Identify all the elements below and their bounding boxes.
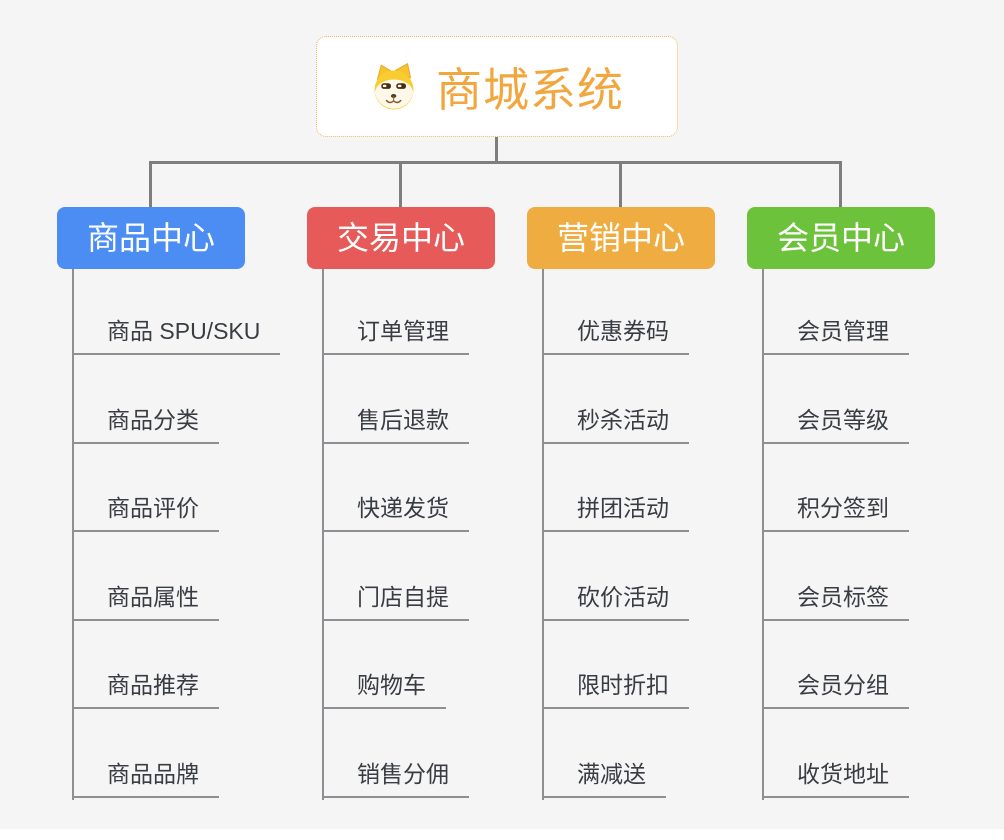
leaf-node[interactable]: 商品评价 bbox=[72, 490, 219, 532]
window-bottom-strip bbox=[0, 829, 1004, 840]
leaf-node[interactable]: 销售分佣 bbox=[322, 756, 469, 798]
connector-bus-line bbox=[149, 161, 842, 164]
connector-drop-line bbox=[619, 161, 622, 210]
leaf-node[interactable]: 秒杀活动 bbox=[542, 402, 689, 444]
leaf-node[interactable]: 售后退款 bbox=[322, 402, 469, 444]
leaf-node[interactable]: 商品 SPU/SKU bbox=[72, 313, 281, 355]
leaf-node[interactable]: 商品属性 bbox=[72, 579, 219, 621]
leaf-node[interactable]: 门店自提 bbox=[322, 579, 469, 621]
leaf-node[interactable]: 收货地址 bbox=[762, 756, 909, 798]
leaf-node[interactable]: 会员等级 bbox=[762, 402, 909, 444]
leaf-node[interactable]: 订单管理 bbox=[322, 313, 469, 355]
branch-trunk-line bbox=[542, 269, 544, 800]
branch-header[interactable]: 营销中心 bbox=[527, 207, 715, 269]
leaf-node[interactable]: 快递发货 bbox=[322, 490, 469, 532]
root-stem-line bbox=[495, 137, 498, 163]
leaf-node[interactable]: 会员管理 bbox=[762, 313, 909, 355]
connector-drop-line bbox=[149, 161, 152, 210]
leaf-node[interactable]: 砍价活动 bbox=[542, 579, 689, 621]
branch-trunk-line bbox=[322, 269, 324, 800]
leaf-node[interactable]: 商品品牌 bbox=[72, 756, 219, 798]
leaf-node[interactable]: 购物车 bbox=[322, 667, 446, 709]
connector-drop-line bbox=[839, 161, 842, 210]
leaf-node[interactable]: 商品分类 bbox=[72, 402, 219, 444]
leaf-node[interactable]: 拼团活动 bbox=[542, 490, 689, 532]
leaf-node[interactable]: 会员标签 bbox=[762, 579, 909, 621]
leaf-node[interactable]: 积分签到 bbox=[762, 490, 909, 532]
connector-drop-line bbox=[399, 161, 402, 210]
branch-trunk-line bbox=[762, 269, 764, 800]
leaf-node[interactable]: 限时折扣 bbox=[542, 667, 689, 709]
leaf-node[interactable]: 优惠券码 bbox=[542, 313, 689, 355]
shiba-dog-icon bbox=[374, 62, 414, 109]
branch-header[interactable]: 会员中心 bbox=[747, 207, 935, 269]
leaf-node[interactable]: 会员分组 bbox=[762, 667, 909, 709]
branch-header[interactable]: 交易中心 bbox=[307, 207, 495, 269]
leaf-node[interactable]: 满减送 bbox=[542, 756, 666, 798]
branch-header[interactable]: 商品中心 bbox=[57, 207, 245, 269]
leaf-node[interactable]: 商品推荐 bbox=[72, 667, 219, 709]
branch-trunk-line bbox=[72, 269, 74, 800]
root-node[interactable]: 商城系统 bbox=[316, 36, 678, 137]
root-title: 商城系统 bbox=[436, 63, 624, 116]
